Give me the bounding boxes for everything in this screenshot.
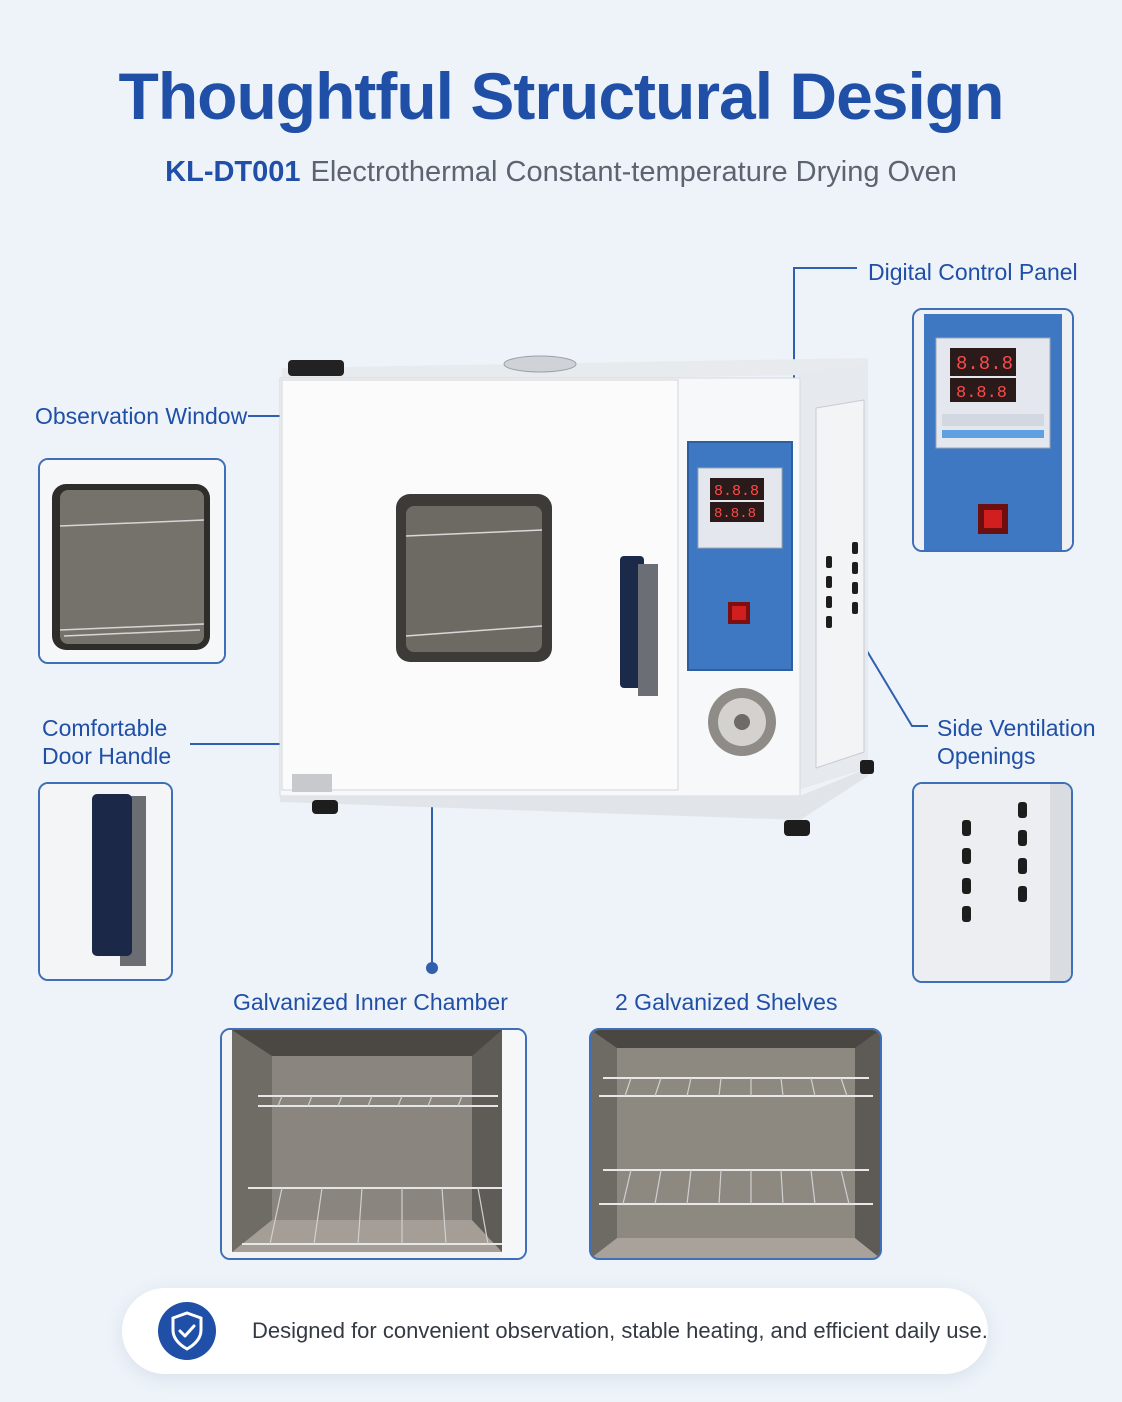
side-ventilation-label-line2: Openings xyxy=(937,743,1036,769)
shelves-photo xyxy=(589,1028,882,1260)
control-panel-photo: 8.8.8 8.8.8 xyxy=(912,308,1074,552)
page-title: Thoughtful Structural Design xyxy=(118,59,1005,133)
inner-chamber-photo xyxy=(220,1028,527,1260)
side-ventilation-label: Side Ventilation Openings xyxy=(937,714,1096,770)
shield-check-icon xyxy=(158,1302,216,1360)
svg-text:8.8.8: 8.8.8 xyxy=(714,506,756,522)
door-handle-label-line2: Door Handle xyxy=(42,743,172,769)
door-handle-photo xyxy=(38,782,173,981)
model-number: KL-DT001 xyxy=(165,156,301,188)
control-panel-label: Digital Control Panel xyxy=(868,259,1078,285)
footer-text: Designed for convenient observation, sta… xyxy=(252,1318,988,1343)
svg-text:8.8.8: 8.8.8 xyxy=(714,483,759,500)
side-ventilation-photo xyxy=(912,782,1073,983)
drying-oven-image: 8.8.8 8.8.8 xyxy=(279,355,874,836)
door-handle-label-line1: Comfortable xyxy=(42,715,168,741)
svg-text:8.8.8: 8.8.8 xyxy=(956,353,1013,375)
shelves-label: 2 Galvanized Shelves xyxy=(615,989,838,1015)
product-subtitle: KL-DT001 Electrothermal Constant-temperat… xyxy=(0,156,1122,189)
product-name: Electrothermal Constant-temperature Dryi… xyxy=(310,156,957,188)
inner-chamber-label: Galvanized Inner Chamber xyxy=(233,989,508,1015)
footer-banner: Designed for convenient observation, sta… xyxy=(122,1288,988,1374)
observation-window-label: Observation Window xyxy=(35,403,248,429)
door-handle-label: Comfortable Door Handle xyxy=(42,714,171,770)
side-ventilation-label-line1: Side Ventilation xyxy=(937,715,1096,741)
observation-window-photo xyxy=(38,458,226,664)
svg-text:8.8.8: 8.8.8 xyxy=(956,384,1007,403)
